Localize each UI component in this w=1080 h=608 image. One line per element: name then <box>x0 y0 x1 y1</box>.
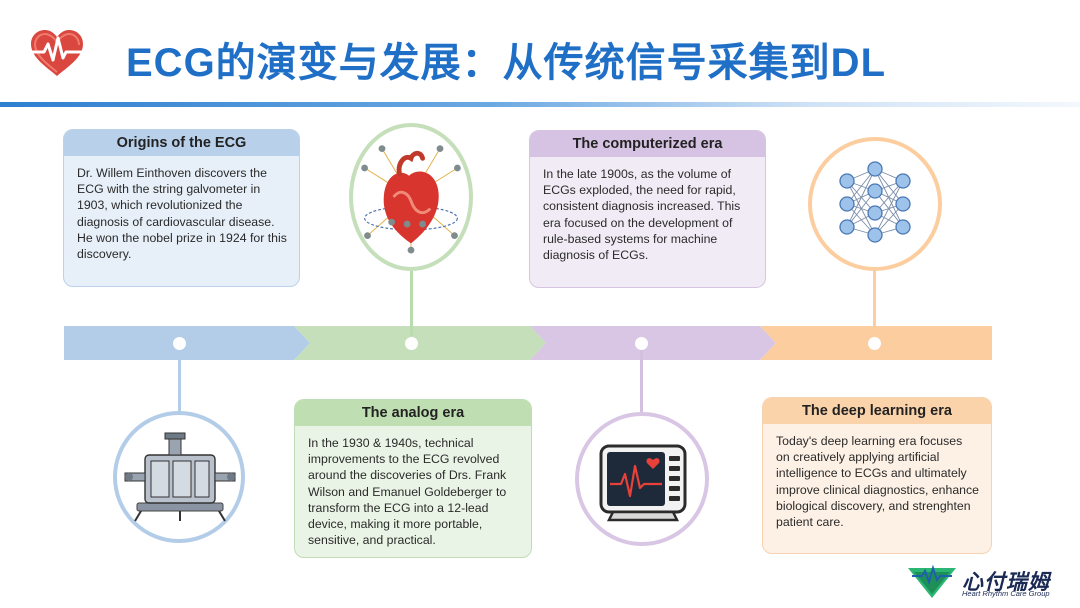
card-computerized-body: In the late 1900s, as the volume of ECGs… <box>543 167 741 263</box>
connector-computerized <box>640 350 643 412</box>
logo-name-en: Heart Rhythm Care Group <box>962 589 1050 598</box>
heart-ecg-icon <box>30 30 84 76</box>
card-origins: Origins of the ECG Dr. Willem Einthoven … <box>63 129 300 287</box>
company-logo-icon <box>908 564 956 598</box>
card-deep-learning-title: The deep learning era <box>763 398 991 424</box>
card-origins-body: Dr. Willem Einthoven discovers the ECG w… <box>77 166 287 262</box>
connector-origins <box>178 350 181 414</box>
card-analog-body: In the 1930 & 1940s, technical improveme… <box>308 436 507 548</box>
icon-circle-analog <box>349 123 473 271</box>
icon-circle-computerized <box>575 412 709 546</box>
icon-circle-origins <box>113 411 245 543</box>
timeline-node-origins <box>173 337 186 350</box>
logo-name-cn: 心付瑞姆 <box>962 571 1050 594</box>
ecg-monitor-icon <box>599 444 687 522</box>
heart-leads-icon <box>361 145 461 254</box>
timeline-node-computerized <box>635 337 648 350</box>
string-galvanometer-icon <box>124 432 236 522</box>
slide-title: ECG的演变与发展：从传统信号采集到DL <box>126 41 886 85</box>
connector-deep-learning <box>873 270 876 336</box>
timeline-bar <box>64 326 992 360</box>
card-analog: The analog era In the 1930 & 1940s, tech… <box>294 399 532 558</box>
card-deep-learning-body: Today's deep learning era focuses on cre… <box>776 434 980 530</box>
timeline-node-analog <box>405 337 418 350</box>
card-computerized-title: The computerized era <box>530 131 765 157</box>
card-computerized: The computerized era In the late 1900s, … <box>529 130 766 288</box>
card-origins-title: Origins of the ECG <box>64 130 299 156</box>
neural-network-icon <box>839 161 911 243</box>
header-divider <box>0 102 1080 107</box>
connector-analog <box>410 270 413 336</box>
card-deep-learning: The deep learning era Today's deep learn… <box>762 397 992 554</box>
timeline-node-deep-learning <box>868 337 881 350</box>
card-analog-title: The analog era <box>295 400 531 426</box>
icon-circle-deep-learning <box>808 137 942 271</box>
